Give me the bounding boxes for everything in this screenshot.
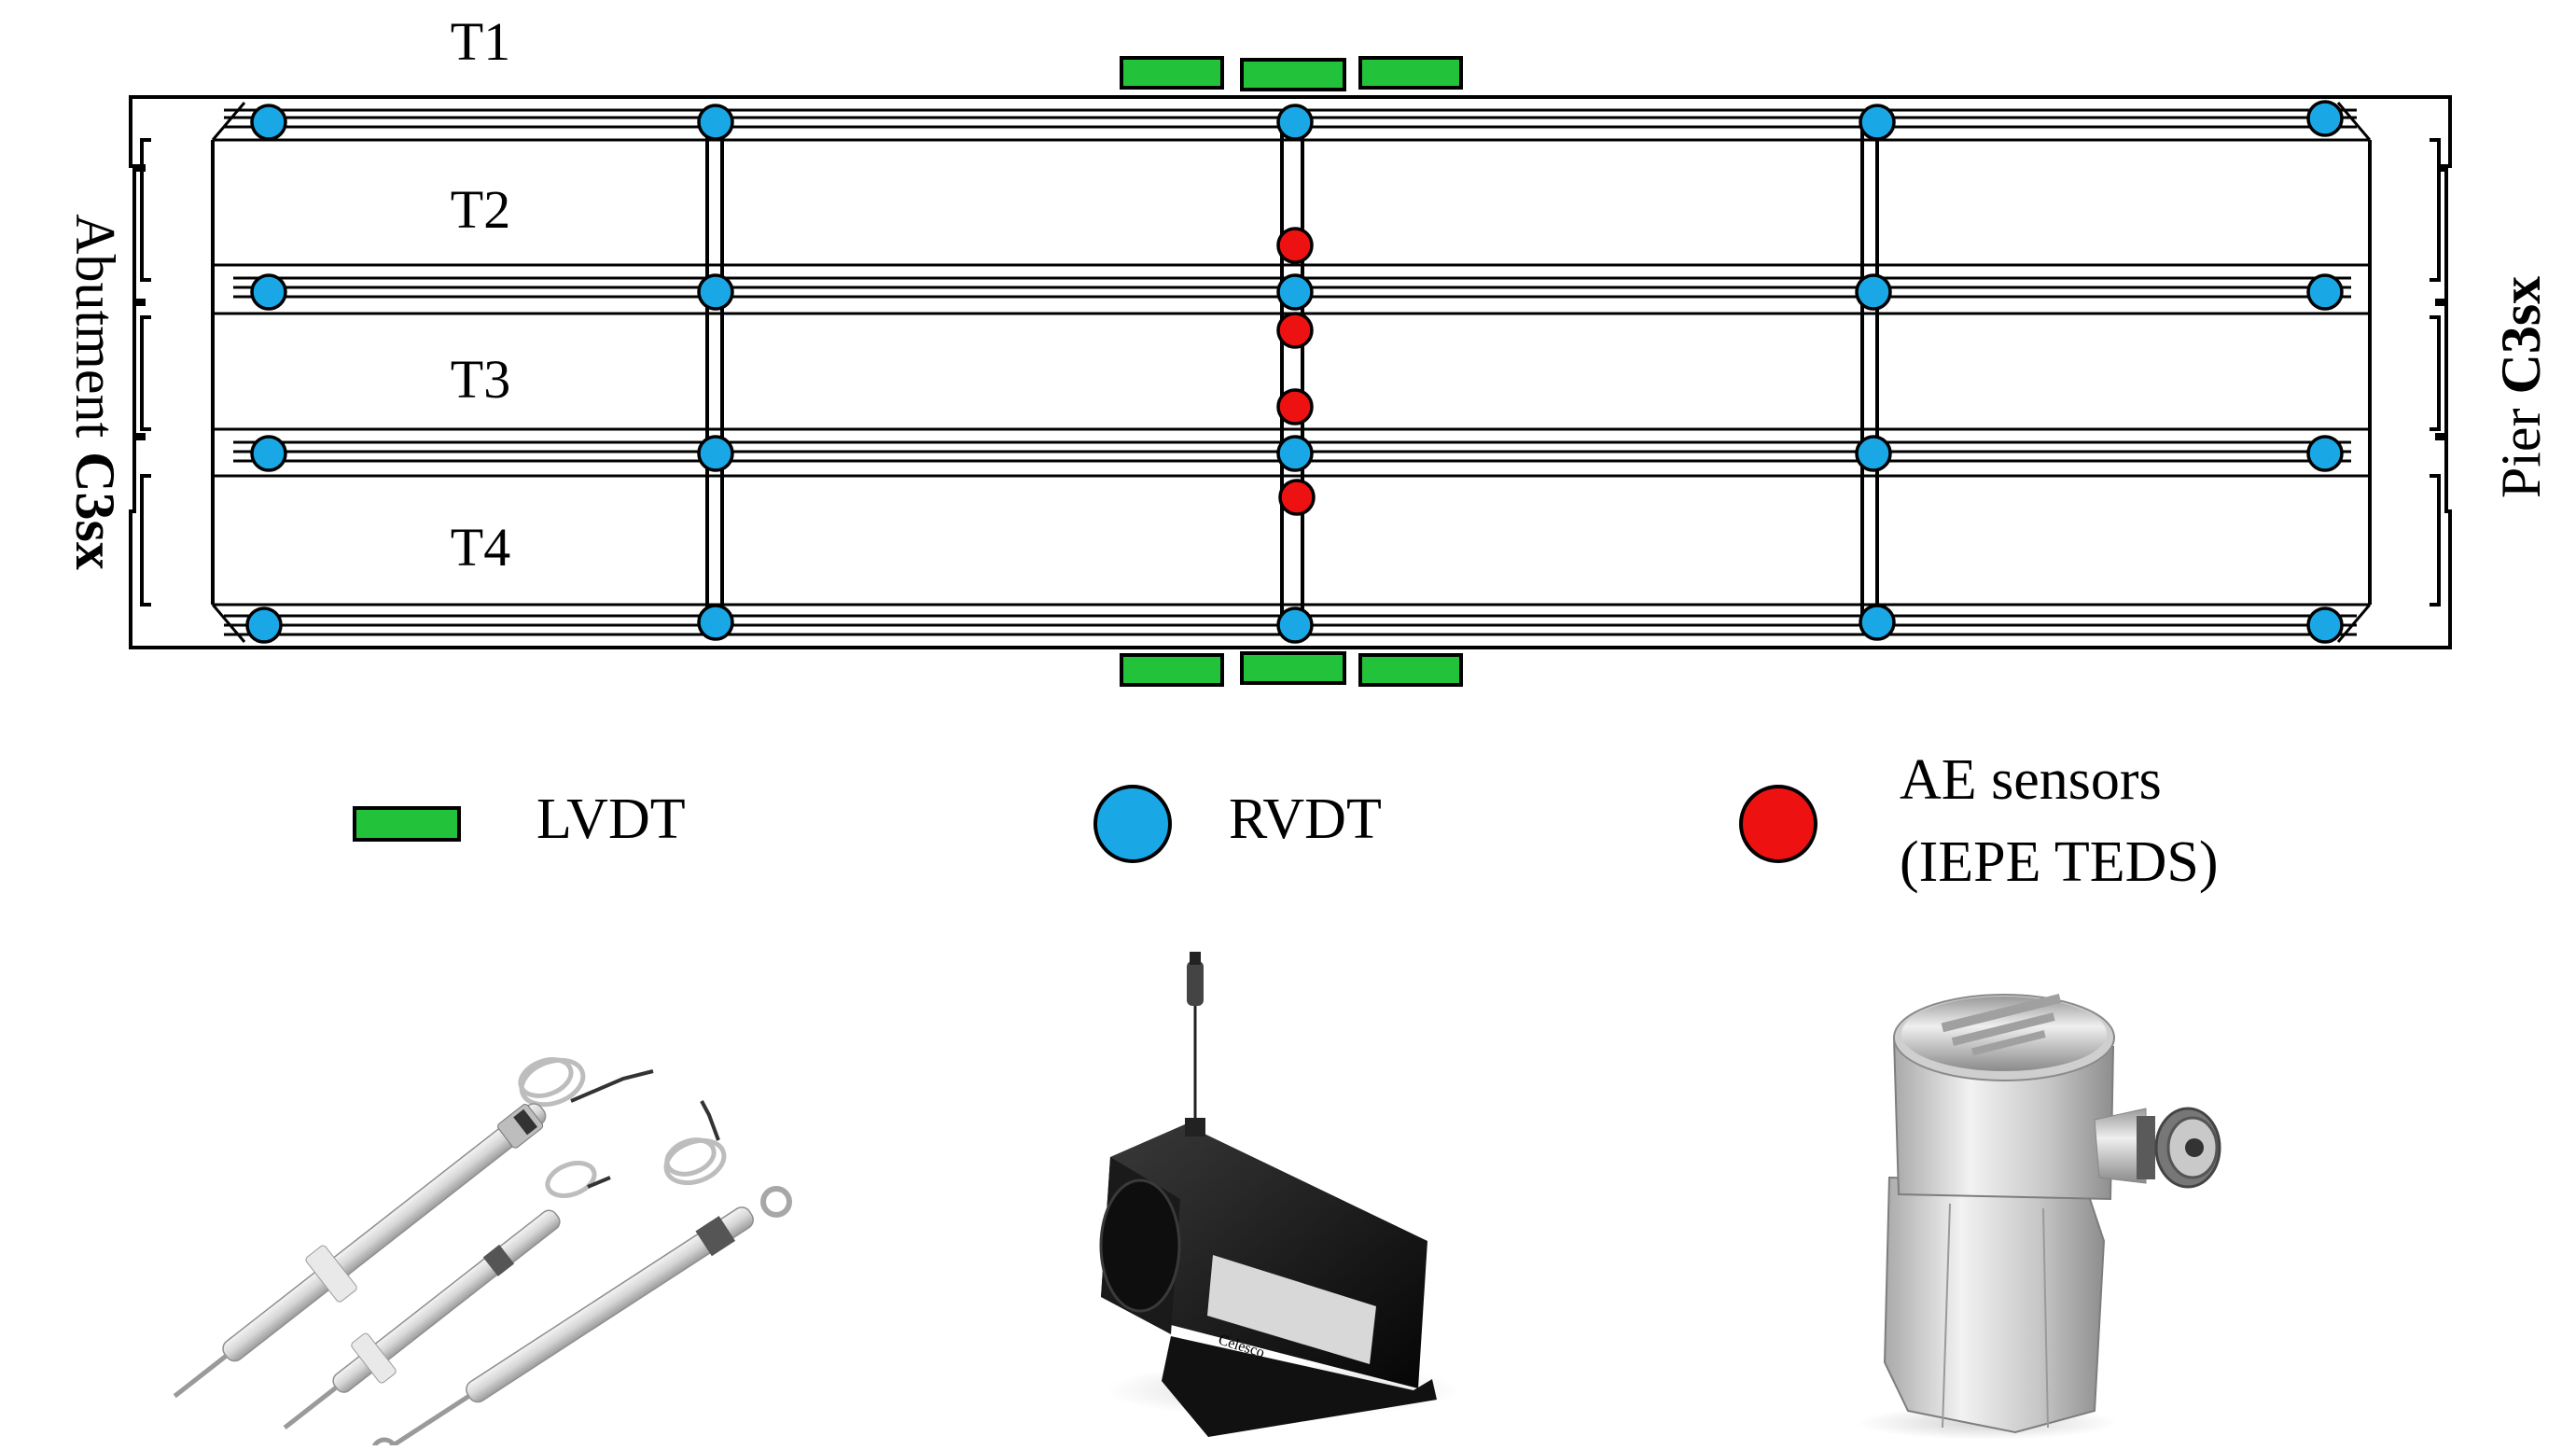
girder-label-t1: T1 — [451, 11, 510, 72]
lvdt-markers — [1120, 56, 1463, 687]
rvdt-photo: Celesco — [1099, 952, 1460, 1437]
ae-sensor-marker — [1276, 312, 1314, 349]
rvdt-marker — [697, 435, 734, 472]
rvdt-marker — [2306, 435, 2344, 472]
rvdt-marker — [250, 273, 287, 311]
rvdt-marker — [1855, 435, 1892, 472]
rvdt-marker — [697, 604, 734, 641]
rvdt-marker — [2306, 273, 2344, 311]
pier-label: Pier C3sx — [2490, 276, 2552, 498]
legend-ae-label-line1: AE sensors — [1900, 748, 2162, 812]
lvdt-marker — [1358, 56, 1463, 90]
end-ticks — [140, 138, 2441, 606]
lvdt-marker — [1240, 651, 1346, 685]
legend-ae-label-line2: (IEPE TEDS) — [1900, 830, 2219, 894]
rvdt-marker — [1855, 273, 1892, 311]
lvdt-marker — [1120, 56, 1224, 90]
rvdt-marker — [1276, 104, 1314, 141]
rvdt-marker — [1276, 435, 1314, 472]
lvdt-photo — [173, 1057, 792, 1450]
legend-rvdt-label: RVDT — [1229, 788, 1382, 851]
rvdt-marker — [1276, 606, 1314, 644]
rvdt-marker — [250, 104, 287, 141]
rvdt-marker — [2306, 100, 2344, 137]
girder-label-t3: T3 — [451, 349, 510, 410]
ae-sensor-photo — [1857, 994, 2221, 1440]
rvdt-marker — [697, 273, 734, 311]
legend-lvdt-label: LVDT — [536, 788, 686, 851]
rvdt-marker — [2306, 606, 2344, 644]
rvdt-marker — [250, 435, 287, 472]
legend: LVDT RVDT AE sensors (IEPE TEDS) — [353, 748, 2219, 894]
deck-outline — [129, 95, 2452, 649]
rvdt-marker — [697, 104, 734, 141]
girder-label-t2: T2 — [451, 179, 510, 240]
girder-lines — [213, 108, 2370, 636]
rvdt-marker — [1276, 273, 1314, 311]
legend-lvdt-swatch — [353, 806, 461, 842]
rvdt-markers — [245, 100, 2344, 644]
ae-sensor-marker — [1278, 479, 1316, 516]
ae-markers — [1276, 227, 1316, 516]
rvdt-marker — [1859, 104, 1896, 141]
lvdt-marker — [1240, 58, 1346, 91]
legend-ae-swatch — [1739, 785, 1817, 863]
girder-label-t4: T4 — [451, 517, 510, 578]
rvdt-marker — [245, 606, 283, 644]
rvdt-marker — [1859, 604, 1896, 641]
lvdt-marker — [1358, 653, 1463, 687]
abutment-label: Abutment C3sx — [64, 214, 126, 570]
legend-rvdt-swatch — [1093, 785, 1172, 863]
ae-sensor-marker — [1276, 227, 1314, 264]
lvdt-marker — [1120, 653, 1224, 687]
ae-sensor-marker — [1276, 388, 1314, 425]
cross-girders — [705, 119, 1879, 623]
